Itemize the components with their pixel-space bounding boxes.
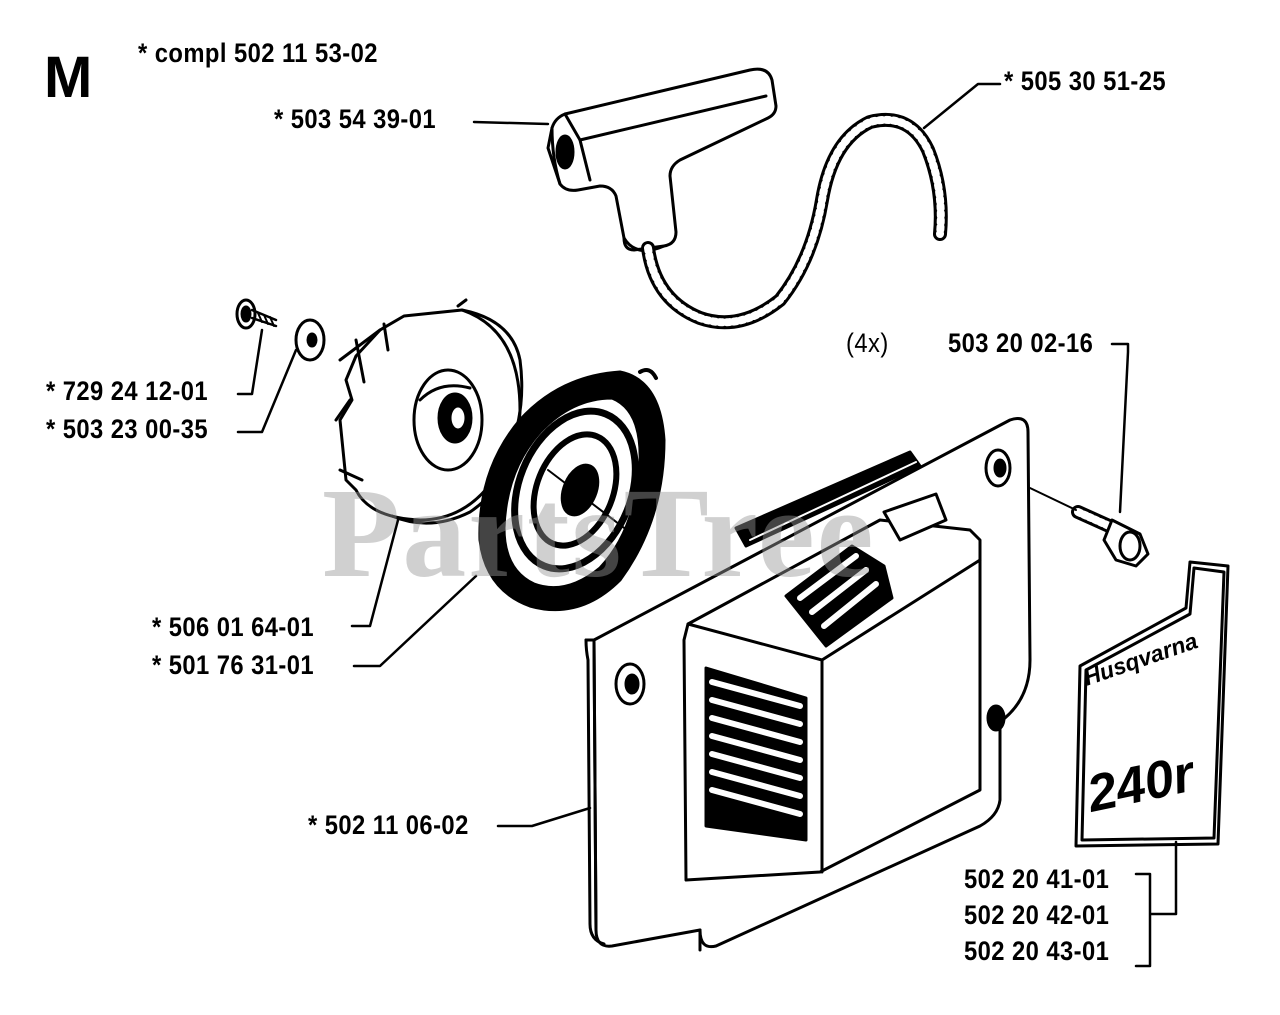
decal-part-number-label-3: 502 20 43-01 [964, 936, 1110, 966]
section-letter: M [44, 45, 92, 110]
pawl-screw-part-number-label: * 729 24 12-01 [46, 376, 209, 406]
model-decal-part [1074, 560, 1230, 848]
starter-housing-part [584, 417, 1032, 952]
recoil-spring-part [478, 368, 666, 612]
vent-louvres [704, 666, 808, 842]
starter-pulley-part [334, 298, 524, 525]
screw-part-number-label: 503 20 02-16 [948, 328, 1094, 358]
rope-part-number-label: * 505 30 51-25 [1004, 66, 1167, 96]
leader-lines [236, 82, 1178, 968]
starter-rope-part [641, 112, 948, 330]
handle-part-number-label: * 503 54 39-01 [274, 104, 437, 134]
pulley-part-number-label: * 506 01 64-01 [152, 612, 315, 642]
starter-handle-part [546, 67, 778, 252]
spring-part-number-label: * 501 76 31-01 [152, 650, 315, 680]
decal-part-number-label-1: 502 20 41-01 [964, 864, 1110, 894]
decal-part-number-label-2: 502 20 42-01 [964, 900, 1110, 930]
washer-part [294, 318, 326, 362]
pawl-screw-part [235, 298, 278, 330]
quantity-label: (4x) [846, 328, 889, 358]
housing-part-number-label: * 502 11 06-02 [308, 810, 469, 840]
washer-part-number-label: * 503 23 00-35 [46, 414, 209, 444]
housing-screw-part [1029, 487, 1150, 568]
kit-part-number-label: * compl 502 11 53-02 [138, 38, 378, 68]
